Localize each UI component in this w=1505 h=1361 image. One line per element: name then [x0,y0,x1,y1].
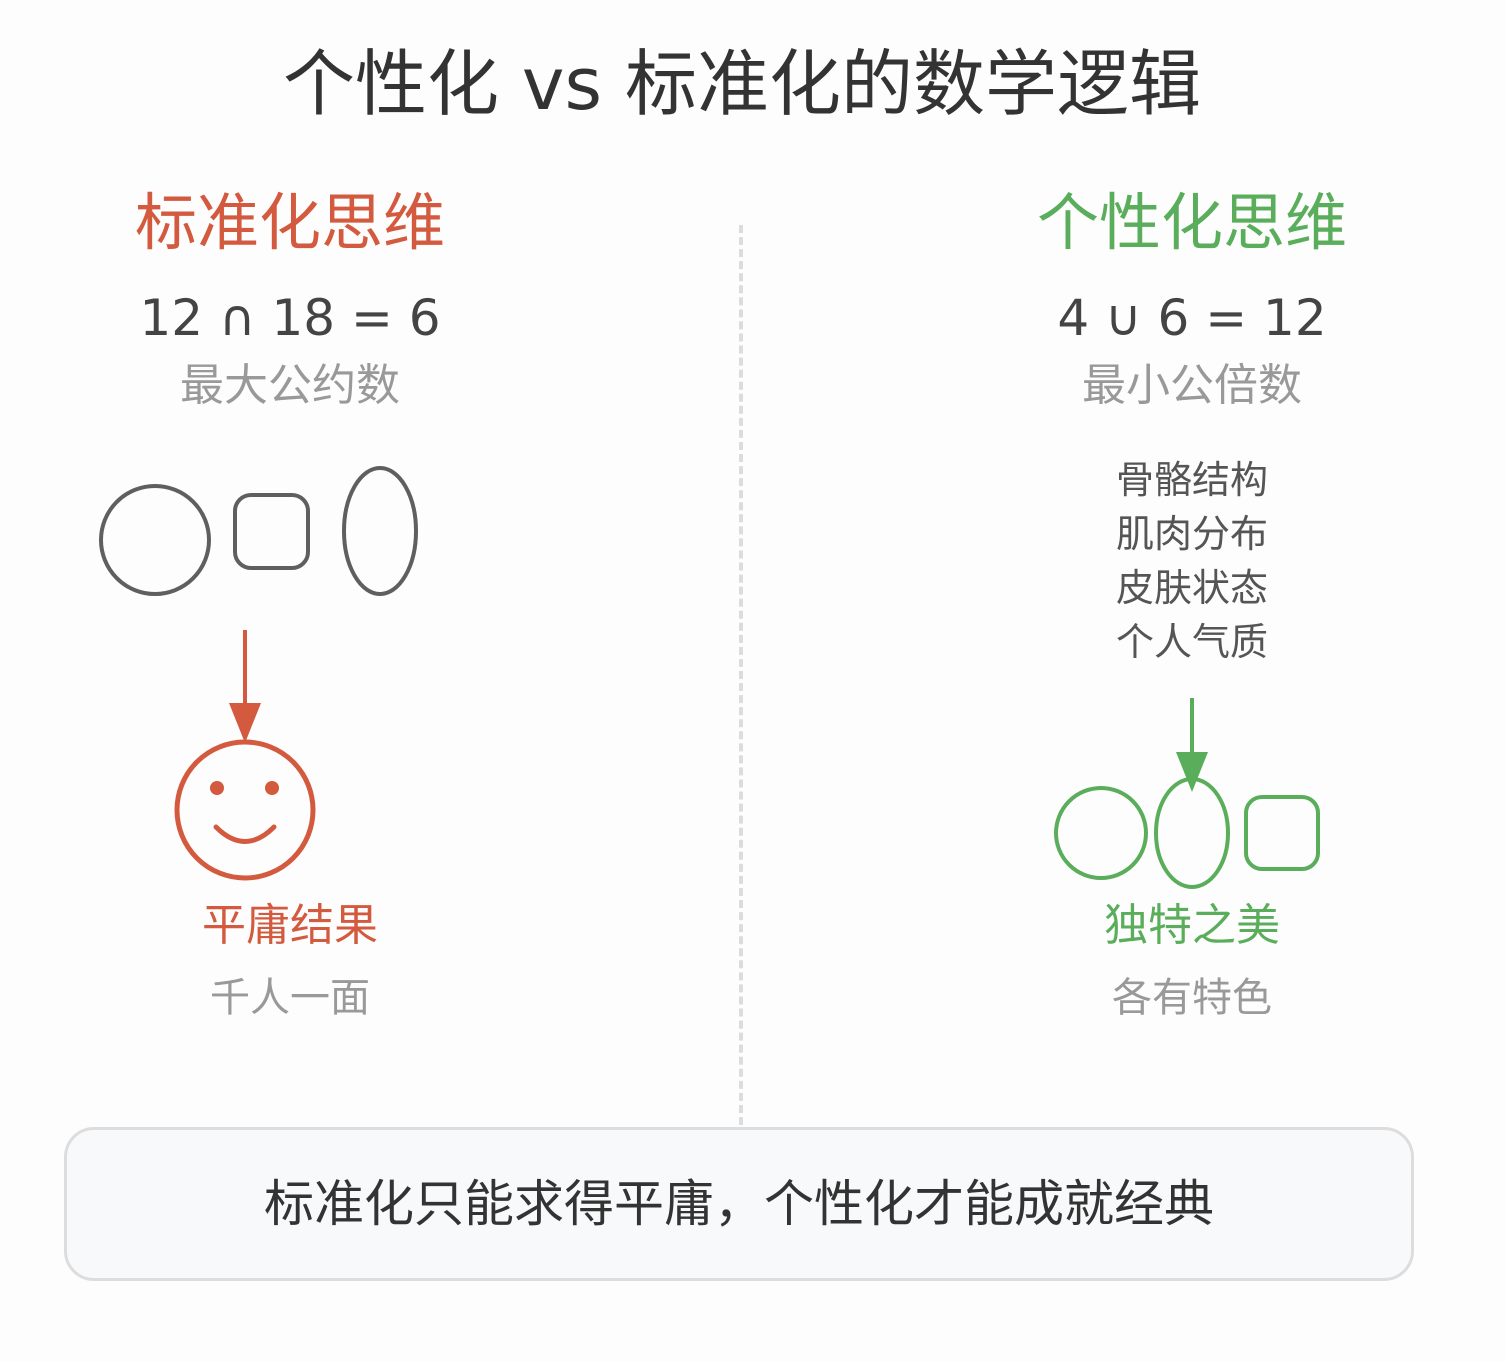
smiley-face-icon [174,739,316,881]
lcm-label: 最小公倍数 [1082,360,1302,411]
gcd-label: 最大公约数 [180,360,400,411]
personal-arrow-icon [1176,698,1208,792]
mediocre-result-desc: 千人一面 [210,975,370,1021]
unique-beauty-desc: 各有特色 [1112,975,1272,1021]
factor-muscle-distribution: 肌肉分布 [1115,512,1269,556]
input-circle-shape [99,484,211,596]
center-divider [739,225,743,1125]
standard-input-shapes [99,466,418,596]
output-ellipse-shape [1154,777,1230,889]
union-equation: 4 ∪ 6 = 12 [1057,289,1327,347]
unique-beauty-label: 独特之美 [1104,900,1280,951]
standard-arrow-icon [229,630,261,743]
mediocre-result-label: 平庸结果 [202,900,378,951]
output-circle-shape [1054,786,1148,880]
page-title: 个性化 vs 标准化的数学逻辑 [283,42,1201,126]
standard-thinking-heading: 标准化思维 [134,186,446,259]
intersection-equation: 12 ∩ 18 = 6 [139,289,441,347]
input-square-shape [233,493,310,570]
conclusion-box: 标准化只能求得平庸，个性化才能成就经典 [64,1127,1414,1281]
conclusion-text: 标准化只能求得平庸，个性化才能成就经典 [264,1175,1214,1233]
personal-thinking-heading: 个性化思维 [1036,186,1348,259]
factor-personal-temperament: 个人气质 [1115,620,1269,664]
output-square-shape [1244,795,1320,871]
unique-output-shapes [1054,777,1320,889]
input-ellipse-shape [342,466,418,596]
factor-skin-condition: 皮肤状态 [1115,566,1269,610]
factor-bone-structure: 骨骼结构 [1115,458,1269,502]
